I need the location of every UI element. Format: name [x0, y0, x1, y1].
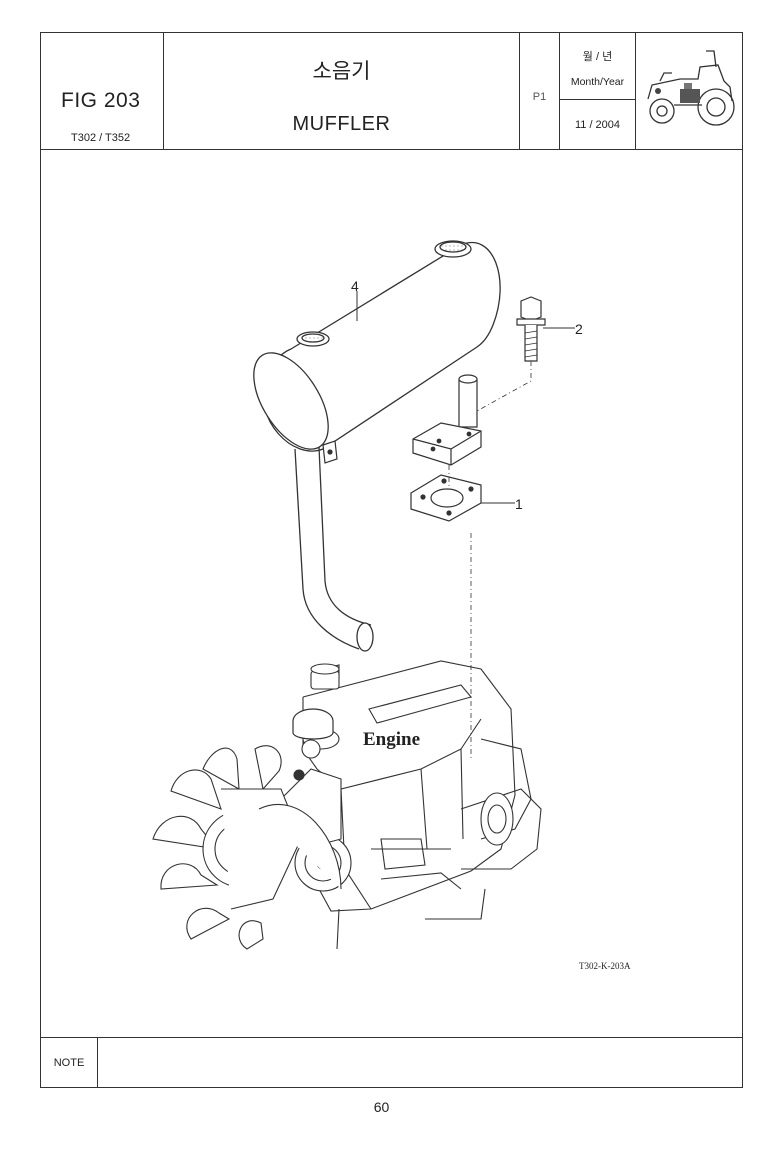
issue-date: 11 / 2004 [574, 119, 621, 131]
tractor-thumbnail-icon [647, 50, 735, 126]
title-block: FIG 203 T302 / T352 소음기 MUFFLER P1 월 / 년… [41, 33, 742, 150]
figure-number: FIG 203 [61, 89, 141, 112]
figure-cell: FIG 203 T302 / T352 [41, 33, 164, 149]
engine-pulleys [221, 739, 352, 910]
month-year-label: Month/Year [570, 76, 625, 88]
month-year-korean: 월 / 년 [582, 51, 613, 63]
tail-pipe [294, 446, 374, 652]
inlet-pipe-flange [412, 374, 482, 466]
muffler-body [253, 240, 501, 452]
drawing-code: T302-K-203A [579, 961, 631, 971]
page-code-cell: P1 [520, 33, 560, 149]
exploded-parts-drawing: 4 2 1 [152, 240, 631, 971]
date-divider [560, 99, 635, 100]
muffler-bracket [322, 440, 338, 464]
assembly-centerlines [448, 361, 532, 759]
tractor-cell [636, 33, 742, 149]
title-korean: 소음기 [312, 60, 371, 83]
engine-label: Engine [363, 729, 420, 750]
gasket [410, 474, 482, 522]
page-number: 60 [373, 1099, 390, 1115]
callout-1: 1 [515, 496, 523, 512]
parts-sheet: FIG 203 T302 / T352 소음기 MUFFLER P1 월 / 년… [40, 32, 743, 1088]
engine-oil-filler [292, 708, 334, 740]
date-cell: 월 / 년 Month/Year 11 / 2004 [560, 33, 636, 149]
callout-4: 4 [351, 278, 359, 294]
callout-2: 2 [575, 321, 583, 337]
note-label: NOTE [41, 1038, 98, 1088]
bolt [516, 296, 546, 362]
model-numbers: T302 / T352 [71, 132, 131, 144]
note-row: NOTE [41, 1037, 742, 1088]
title-cell: 소음기 MUFFLER [164, 33, 520, 149]
page-code: P1 [532, 91, 547, 103]
callout-leaders [356, 291, 575, 504]
title-english: MUFFLER [292, 113, 391, 135]
